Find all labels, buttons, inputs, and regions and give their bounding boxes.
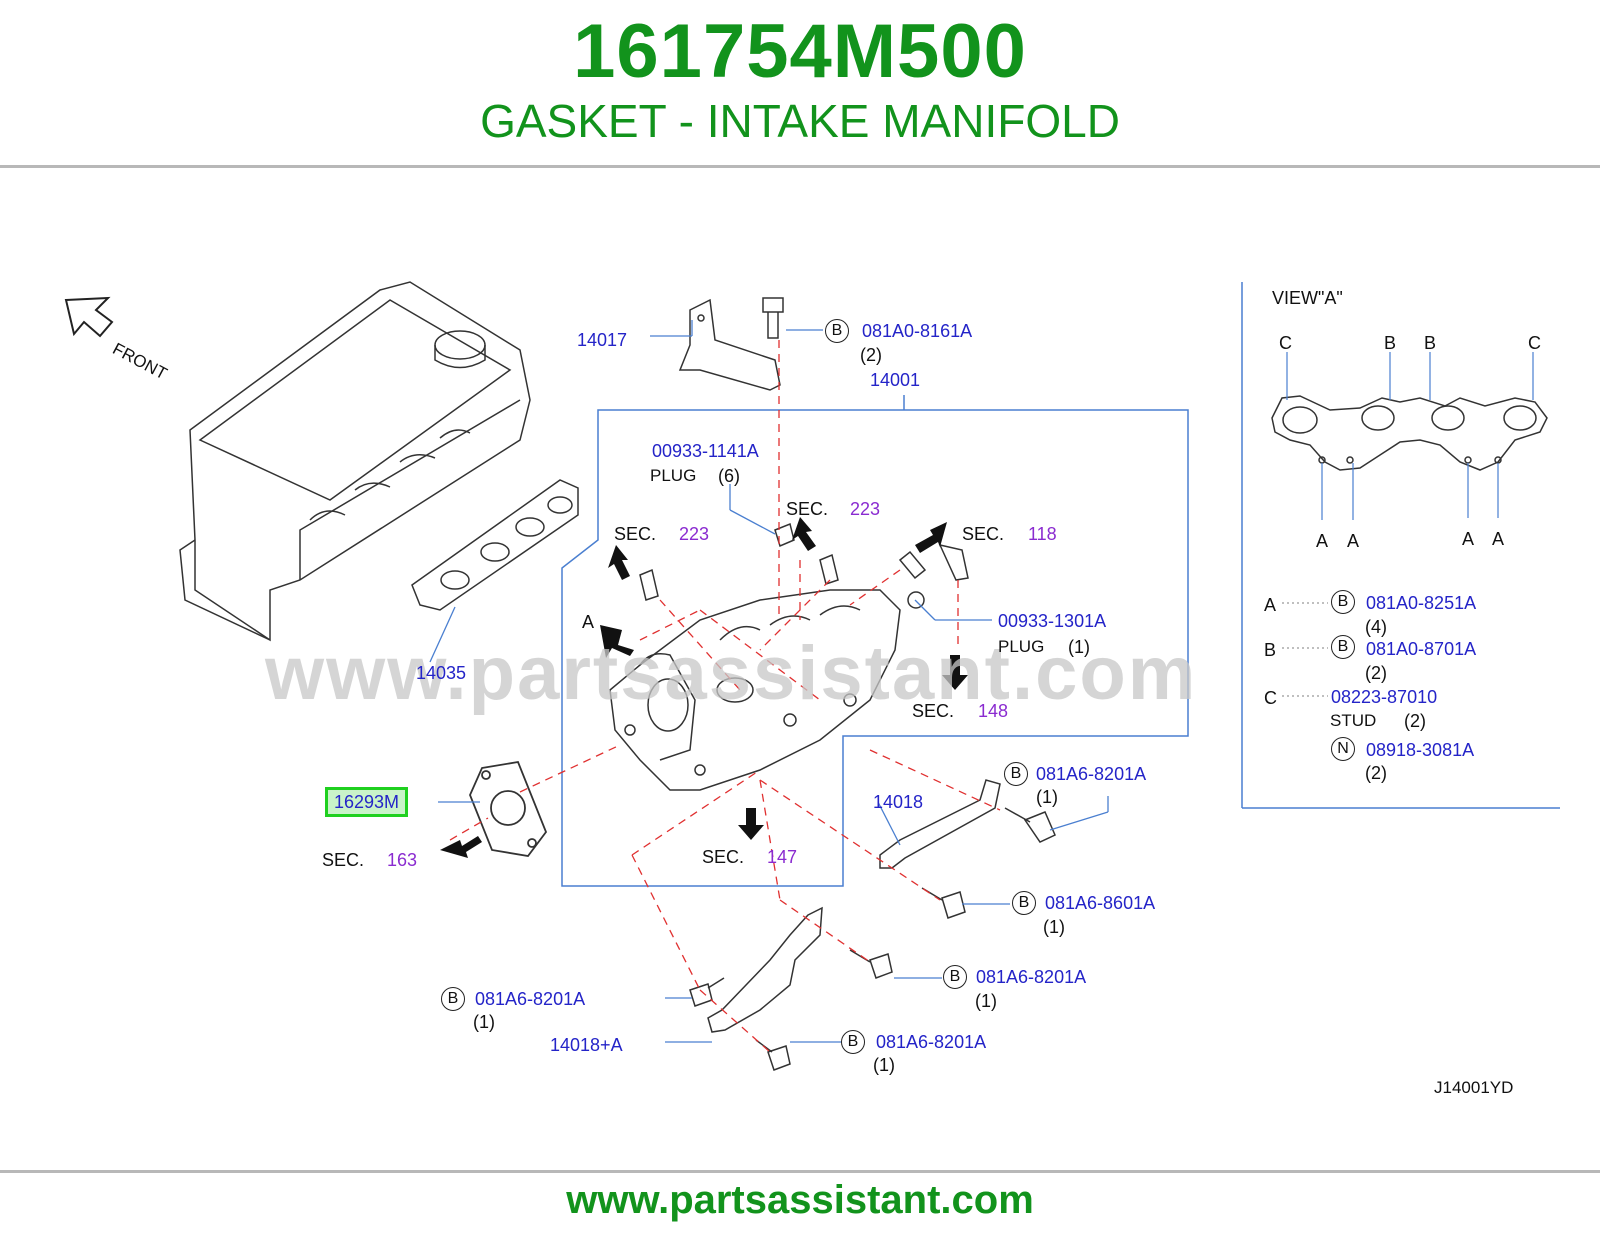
callout-081A6-8201A-left-1[interactable]: 081A6-8201A [475,989,586,1009]
throttle-gasket-drawing [469,760,548,857]
callout-00933-1141A[interactable]: 00933-1141A [652,441,759,461]
bracket-14017-drawing [678,298,781,391]
view-a-dotted-leaders [1282,602,1328,697]
legend-key-a: A [1264,595,1277,615]
small-bolts-drawing [639,522,1056,1071]
section-prefix: SEC. [702,847,745,867]
leader-lines [449,340,1001,1053]
qty-081A6-8201A-right-1: (1) [1036,787,1058,807]
legend-key-c: C [1264,688,1277,708]
legend-key-b: B [1264,640,1277,660]
footer-divider [0,1170,1600,1173]
view-a-letter-c: C [1528,333,1541,353]
section-223-left[interactable]: 223 [679,524,710,544]
legend-qty-c: (2) [1404,711,1426,731]
header-divider [0,165,1600,168]
intake-manifold-drawing [609,589,901,791]
view-a-letter-a: A [1316,531,1329,551]
callout-00933-1301A[interactable]: 00933-1301A [998,611,1107,631]
part-number-title: 161754M500 [573,9,1027,94]
marker-b-circle: B [1012,891,1036,915]
marker-b-circle: B [441,987,465,1011]
legend-08223-87010[interactable]: 08223-87010 [1331,687,1438,707]
qty-081A6-8201A-left-1: (1) [473,1012,495,1032]
view-a-letter-a: A [1462,529,1475,549]
engine-gasket-drawing [411,479,579,611]
view-a-letter-a: A [1347,531,1360,551]
section-prefix: SEC. [962,524,1005,544]
section-163[interactable]: 163 [387,850,418,870]
view-a-letter-c: C [1279,333,1292,353]
front-arrow [64,296,114,338]
section-arrows [440,517,968,858]
bracket-14018-drawing [879,779,1001,869]
callout-14017[interactable]: 14017 [577,330,628,350]
qty-081A6-8201A-right-2: (1) [975,991,997,1011]
section-147[interactable]: 147 [767,847,798,867]
callout-14035[interactable]: 14035 [416,663,467,683]
callout-14001[interactable]: 14001 [870,370,921,390]
engine-block-drawing [179,281,531,642]
bracket-14018A-drawing [707,906,823,1033]
qty-081A6-8601A: (1) [1043,917,1065,937]
legend-081A0-8251A[interactable]: 081A0-8251A [1366,593,1477,613]
section-prefix: SEC. [614,524,657,544]
legend-081A0-8701A[interactable]: 081A0-8701A [1366,639,1477,659]
callout-081A6-8201A-right-2[interactable]: 081A6-8201A [976,967,1087,987]
legend-qty-a: (4) [1365,617,1387,637]
footer-website-link[interactable]: www.partsassistant.com [566,1178,1034,1222]
callout-14018-a[interactable]: 14018+A [550,1035,623,1055]
qty-081A6-8201A-left-2: (1) [873,1055,895,1075]
section-prefix: SEC. [912,701,955,721]
callout-081A0-8161A[interactable]: 081A0-8161A [862,321,973,341]
marker-n-circle: N [1331,737,1355,761]
view-a-letter-b: B [1384,333,1397,353]
marker-b-circle: B [825,319,849,343]
marker-b-circle: B [943,965,967,989]
diagram-code: J14001YD [1434,1078,1514,1097]
callout-081A6-8201A-right-1[interactable]: 081A6-8201A [1036,764,1147,784]
view-a-letter-b: B [1424,333,1437,353]
watermark: www.partsassistant.com [265,631,1198,716]
bolt-081A0-8161A-drawing [762,297,784,339]
legend-desc-stud: STUD [1330,711,1377,730]
section-118[interactable]: 118 [1028,524,1057,544]
legend-08918-3081A[interactable]: 08918-3081A [1366,740,1475,760]
desc-plug-1: PLUG [650,466,697,485]
view-a-leaders [1286,352,1534,520]
marker-b-circle: B [1331,590,1355,614]
legend-qty-b: (2) [1365,663,1387,683]
view-a-gasket-drawing [1271,395,1548,471]
marker-b-circle: B [1004,762,1028,786]
marker-b-circle: B [1331,635,1355,659]
legend-qty-n: (2) [1365,763,1387,783]
qty-plug-1: (6) [718,466,740,486]
qty-plug-2: (1) [1068,637,1090,657]
callout-leaders [429,320,1109,1043]
view-a-arrow-label: A [582,612,595,632]
section-148[interactable]: 148 [978,701,1009,721]
view-a-title: VIEW"A" [1272,288,1343,308]
section-223-right[interactable]: 223 [850,499,881,519]
callout-14018[interactable]: 14018 [873,792,924,812]
marker-b-circle: B [841,1030,865,1054]
callout-081A6-8601A[interactable]: 081A6-8601A [1045,893,1156,913]
desc-plug-2: PLUG [998,637,1045,656]
callout-081A6-8201A-left-2[interactable]: 081A6-8201A [876,1032,987,1052]
assembly-14001-box [561,409,1189,887]
callout-16293m-highlighted[interactable]: 16293M [325,787,409,817]
part-name-subtitle: GASKET - INTAKE MANIFOLD [480,95,1120,147]
qty-081A0-8161A: (2) [860,345,882,365]
section-prefix: SEC. [322,850,365,870]
view-a-letter-a: A [1492,529,1505,549]
section-prefix: SEC. [786,499,829,519]
